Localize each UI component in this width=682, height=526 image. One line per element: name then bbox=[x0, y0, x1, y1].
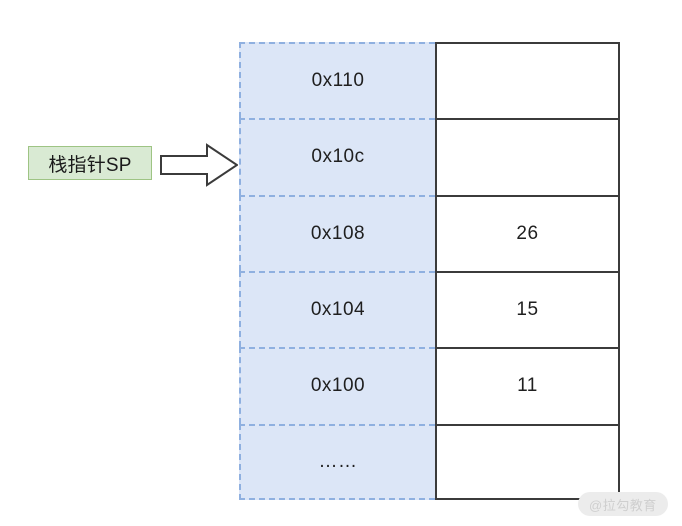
value-cell bbox=[435, 423, 620, 500]
right-block-arrow-icon bbox=[160, 143, 239, 187]
value-cell: 15 bbox=[435, 270, 620, 348]
value-cell: 11 bbox=[435, 347, 620, 424]
table-row: 0x110 bbox=[239, 42, 620, 119]
value-cell bbox=[435, 42, 620, 119]
table-row: 0x10c bbox=[239, 118, 620, 195]
address-cell: 0x100 bbox=[239, 347, 435, 424]
address-cell: 0x104 bbox=[239, 270, 435, 348]
address-cell: 0x108 bbox=[239, 194, 435, 271]
table-row: 0x108 26 bbox=[239, 194, 620, 271]
value-cell: 26 bbox=[435, 194, 620, 271]
stack-pointer-label-text: 栈指针SP bbox=[48, 154, 132, 176]
table-row: …… bbox=[239, 423, 620, 500]
watermark: @拉勾教育 bbox=[578, 492, 668, 516]
memory-table: 0x110 0x10c 0x108 26 0x104 15 0x100 11 …… bbox=[239, 42, 620, 500]
address-cell: …… bbox=[239, 423, 435, 500]
value-cell bbox=[435, 118, 620, 195]
table-row: 0x104 15 bbox=[239, 270, 620, 348]
address-cell: 0x10c bbox=[239, 118, 435, 195]
stack-pointer-label: 栈指针SP bbox=[28, 146, 152, 180]
table-row: 0x100 11 bbox=[239, 347, 620, 424]
address-cell: 0x110 bbox=[239, 42, 435, 119]
